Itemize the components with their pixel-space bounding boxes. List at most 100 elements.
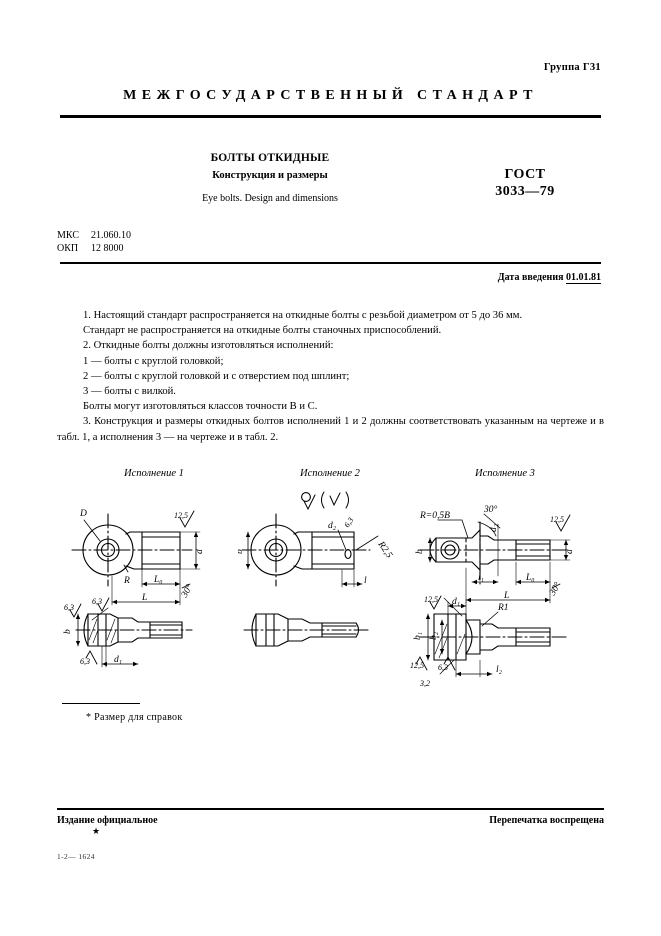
label-roughness-63-c: 6,3 bbox=[80, 657, 90, 666]
arrow-l1-left bbox=[472, 579, 477, 585]
document-title: БОЛТЫ ОТКИДНЫЕ bbox=[210, 152, 330, 164]
arrow-b2-bottom bbox=[245, 564, 251, 569]
paragraph-7: Болты могут изготовляться классов точнос… bbox=[83, 401, 318, 413]
shank-top-edge-2 bbox=[293, 531, 355, 535]
body-text: 1. Настоящий стандарт распространяется н… bbox=[57, 308, 604, 445]
dimension-leader-R bbox=[123, 564, 129, 573]
roughness-symbol-63-c bbox=[85, 650, 98, 665]
arrow-b3-bottom bbox=[427, 557, 433, 562]
label-l2: l₂ bbox=[496, 665, 503, 675]
arrow-b2-top bbox=[245, 532, 251, 537]
section-hatch-2 bbox=[92, 629, 99, 644]
codes-divider bbox=[60, 262, 601, 264]
label-b-3: b bbox=[415, 549, 425, 554]
arrow-d3-bottom bbox=[563, 555, 569, 560]
mkc-code-key: МКС bbox=[57, 230, 79, 241]
arrow-l-right bbox=[357, 581, 362, 587]
footer-print-code: 1-2— 1624 bbox=[57, 852, 95, 861]
footer-official-edition: Издание официальное bbox=[57, 815, 158, 826]
arrow-L0-3-left bbox=[516, 579, 521, 585]
lower-shank-bottom-2 bbox=[287, 636, 357, 642]
surface-finish-bracket-check bbox=[329, 492, 341, 507]
footnote-divider bbox=[62, 703, 140, 705]
document-subtitle: Конструкция и размеры bbox=[212, 170, 328, 181]
arrow-L0-3-right bbox=[545, 579, 550, 585]
arrow-L3-right bbox=[545, 597, 550, 603]
roughness-symbol-63-lower-3 bbox=[443, 656, 456, 671]
label-l: l bbox=[364, 576, 367, 586]
arrow-l-left bbox=[342, 581, 347, 587]
section-hatch-4 bbox=[110, 629, 117, 644]
label-roughness-125-c: 12,5 bbox=[410, 661, 424, 670]
shank-bottom-edge bbox=[125, 565, 181, 570]
paren-right bbox=[345, 491, 349, 509]
label-roughness-32: 3,2 bbox=[419, 679, 430, 688]
arrow-b-bottom bbox=[75, 641, 81, 646]
label-R1: R1 bbox=[497, 603, 509, 613]
arrow-L0-right bbox=[175, 581, 180, 587]
roughness-symbol-125-top-3 bbox=[555, 514, 571, 532]
label-b-2: b bbox=[238, 549, 245, 554]
document-title-english: Eye bolts. Design and dimensions bbox=[202, 193, 338, 204]
arrow-d1-3-right bbox=[461, 603, 466, 609]
label-R: R bbox=[123, 576, 130, 586]
label-L0: L₀ bbox=[153, 575, 163, 585]
lower-shank-bottom bbox=[117, 637, 183, 643]
collar-block bbox=[465, 619, 481, 655]
label-d1-3: d₁ bbox=[452, 597, 460, 607]
introduction-date-value: 01.01.81 bbox=[566, 272, 601, 284]
drawing-label-implementation-3: Исполнение 3 bbox=[475, 468, 535, 479]
paragraph-6: 3 — болты с вилкой. bbox=[83, 386, 176, 398]
arrow-d-top bbox=[193, 532, 199, 537]
lower-shank-top-3 bbox=[479, 623, 551, 629]
technical-drawing-implementation-1: D R L₀ L d₁ b d 30° 12,5 6,3 6,3 6,3 bbox=[63, 509, 205, 668]
label-d2-3: d₂ bbox=[489, 523, 499, 532]
label-roughness-125-b: 12,5 bbox=[424, 595, 438, 604]
angle-arc-30 bbox=[477, 521, 497, 537]
split-pin-hole bbox=[344, 548, 352, 560]
label-l1: l₁ bbox=[478, 573, 484, 583]
section-hatch-5 bbox=[434, 623, 448, 655]
arrow-d-bottom bbox=[193, 564, 199, 569]
label-roughness-63-a: 6,3 bbox=[64, 603, 74, 612]
arrow-b1-top bbox=[425, 614, 431, 619]
shank-top-edge-3 bbox=[479, 535, 551, 541]
arrow-b2-3-bottom bbox=[439, 649, 445, 654]
gost-word: ГОСТ bbox=[504, 167, 546, 182]
label-roughness-63-impl2: 6,3 bbox=[342, 516, 355, 529]
shank-top-edge bbox=[125, 531, 181, 535]
arrow-b3-top bbox=[427, 538, 433, 543]
roughness-leader-upper-3 bbox=[443, 597, 463, 617]
roughness-leader-lower-3 bbox=[439, 659, 455, 675]
label-b2: b₂ bbox=[429, 631, 439, 640]
lower-shank-top-2 bbox=[287, 618, 357, 624]
footer-star-icon: ★ bbox=[92, 826, 101, 836]
arrow-L-left bbox=[112, 599, 117, 605]
label-d2: d₂ bbox=[328, 521, 337, 531]
label-L-3: L bbox=[503, 591, 509, 601]
leader-R25 bbox=[355, 535, 379, 551]
label-L0-3: L₀ bbox=[525, 573, 535, 583]
label-R05B: R=0,5B bbox=[419, 511, 450, 521]
arrow-L-right bbox=[175, 599, 180, 605]
label-roughness-63-3: 6,3 bbox=[438, 663, 448, 672]
arrow-d1-3-left bbox=[448, 603, 453, 609]
footnote-text: * Размер для справок bbox=[86, 712, 183, 723]
drawing-label-implementation-1: Исполнение 1 bbox=[124, 468, 184, 479]
header-divider bbox=[60, 115, 601, 118]
technical-drawing-implementation-2: d₂ l R2,5 b 6,3 bbox=[238, 491, 394, 647]
leader-R05B bbox=[437, 519, 469, 539]
label-roughness-125-a: 12,5 bbox=[550, 515, 564, 524]
label-b1: b₁ bbox=[413, 632, 423, 640]
paragraph-2: Стандарт не распространяется на откидные… bbox=[83, 325, 442, 337]
arrow-L0-left bbox=[142, 581, 147, 587]
drawing-label-implementation-2: Исполнение 2 bbox=[300, 468, 360, 479]
okp-code-value: 12 8000 bbox=[91, 243, 124, 254]
section-hatch-6 bbox=[438, 637, 448, 659]
arrow-b-top bbox=[75, 614, 81, 619]
introduction-date-label: Дата введения bbox=[497, 272, 564, 283]
label-chamfer-3: 30° bbox=[547, 580, 564, 598]
